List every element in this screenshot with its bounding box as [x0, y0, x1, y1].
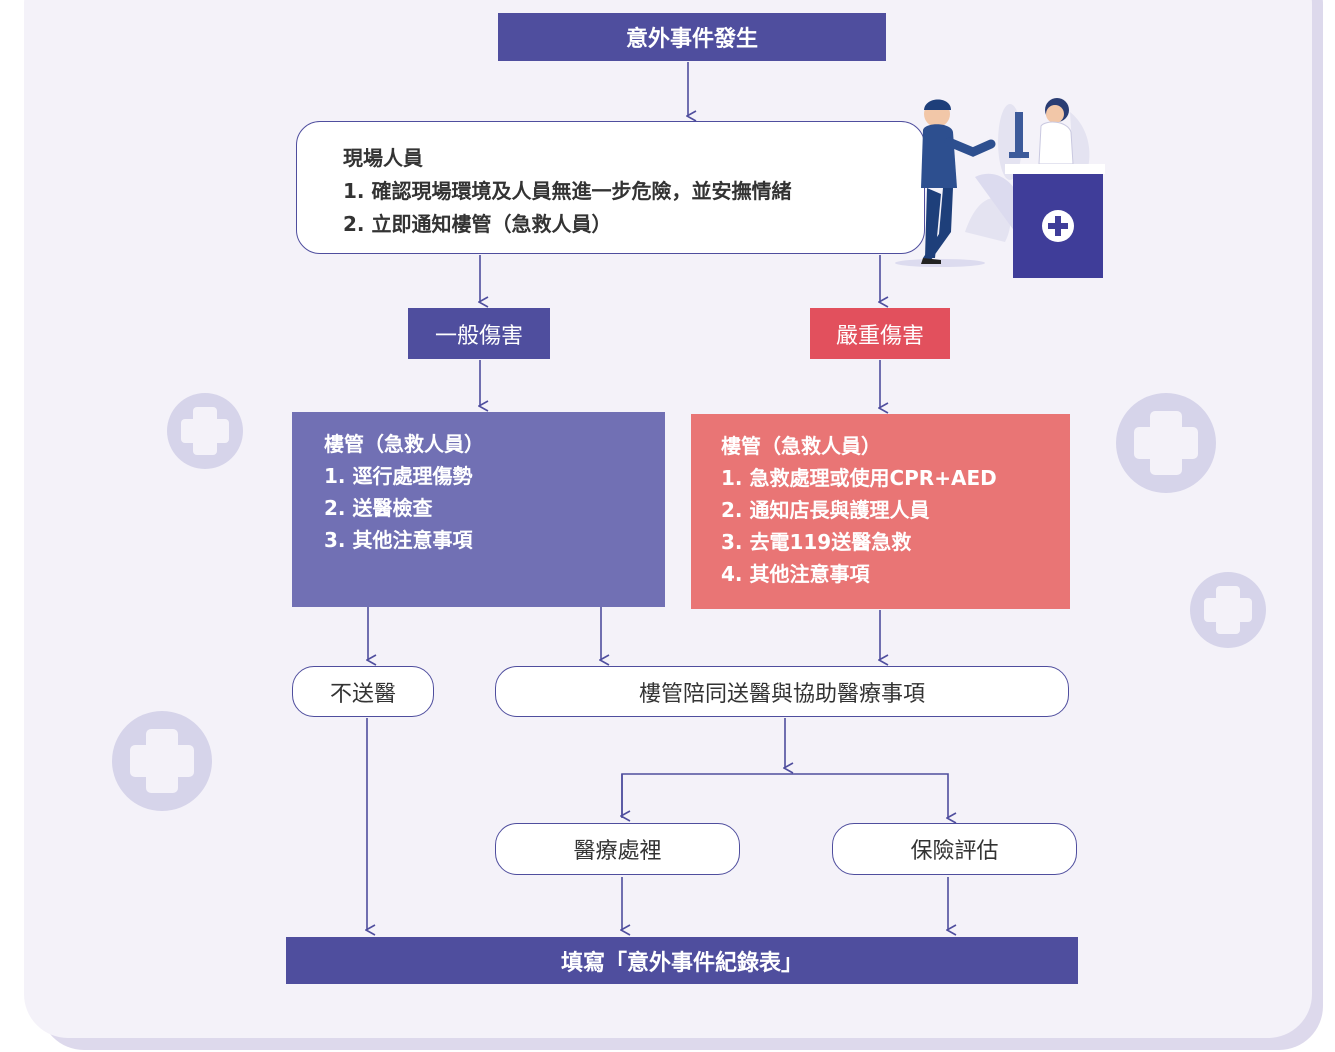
severe-injury-label: 嚴重傷害: [835, 323, 924, 349]
onsite-staff-title: 現場人員: [343, 146, 423, 170]
severe-panel-step: 2. 通知店長與護理人員: [721, 498, 930, 522]
severe-panel-step: 4. 其他注意事項: [721, 562, 870, 586]
general-panel-title: 樓管（急救人員）: [324, 432, 484, 456]
plus-icon: [112, 711, 212, 811]
no-hospital-pill: 不送醫: [292, 666, 434, 717]
plus-icon: [1190, 572, 1266, 648]
severe-panel-step: 3. 去電119送醫急救: [721, 530, 912, 554]
escort-hospital-pill: 樓管陪同送醫與協助醫療事項: [495, 666, 1069, 717]
general-injury-label: 一般傷害: [434, 323, 523, 349]
severe-panel-step: 1. 急救處理或使用CPR+AED: [721, 466, 997, 490]
severe-injury-box: 嚴重傷害: [810, 308, 950, 359]
incident-record-label: 填寫「意外事件紀錄表」: [560, 950, 803, 976]
plus-icon: [1116, 393, 1216, 493]
staff-illustration: [895, 98, 1105, 278]
incident-record-box: 填寫「意外事件紀錄表」: [286, 937, 1078, 984]
general-panel-step: 1. 逕行處理傷勢: [324, 464, 473, 488]
general-response-panel: 樓管（急救人員） 1. 逕行處理傷勢 2. 送醫檢查 3. 其他注意事項: [292, 412, 665, 607]
event-start-box: 意外事件發生: [498, 13, 886, 61]
severe-response-panel: 樓管（急救人員） 1. 急救處理或使用CPR+AED 2. 通知店長與護理人員 …: [691, 414, 1070, 609]
onsite-staff-box: 現場人員 1. 確認現場環境及人員無進一步危險，並安撫情緒 2. 立即通知樓管（…: [296, 121, 925, 254]
general-panel-step: 3. 其他注意事項: [324, 528, 473, 552]
no-hospital-label: 不送醫: [329, 681, 396, 707]
onsite-staff-step: 1. 確認現場環境及人員無進一步危險，並安撫情緒: [343, 179, 792, 203]
insurance-assessment-label: 保險評估: [910, 839, 999, 864]
escort-hospital-label: 樓管陪同送醫與協助醫療事項: [638, 681, 925, 707]
onsite-staff-step: 2. 立即通知樓管（急救人員）: [343, 212, 612, 236]
general-injury-box: 一般傷害: [408, 308, 550, 359]
severe-panel-title: 樓管（急救人員）: [721, 434, 881, 458]
event-start-label: 意外事件發生: [625, 27, 758, 52]
insurance-assessment-pill: 保險評估: [832, 823, 1077, 875]
medical-treatment-label: 醫療處裡: [573, 839, 662, 864]
medical-treatment-pill: 醫療處裡: [495, 823, 740, 875]
general-panel-step: 2. 送醫檢查: [324, 496, 433, 520]
plus-icon: [167, 393, 243, 469]
